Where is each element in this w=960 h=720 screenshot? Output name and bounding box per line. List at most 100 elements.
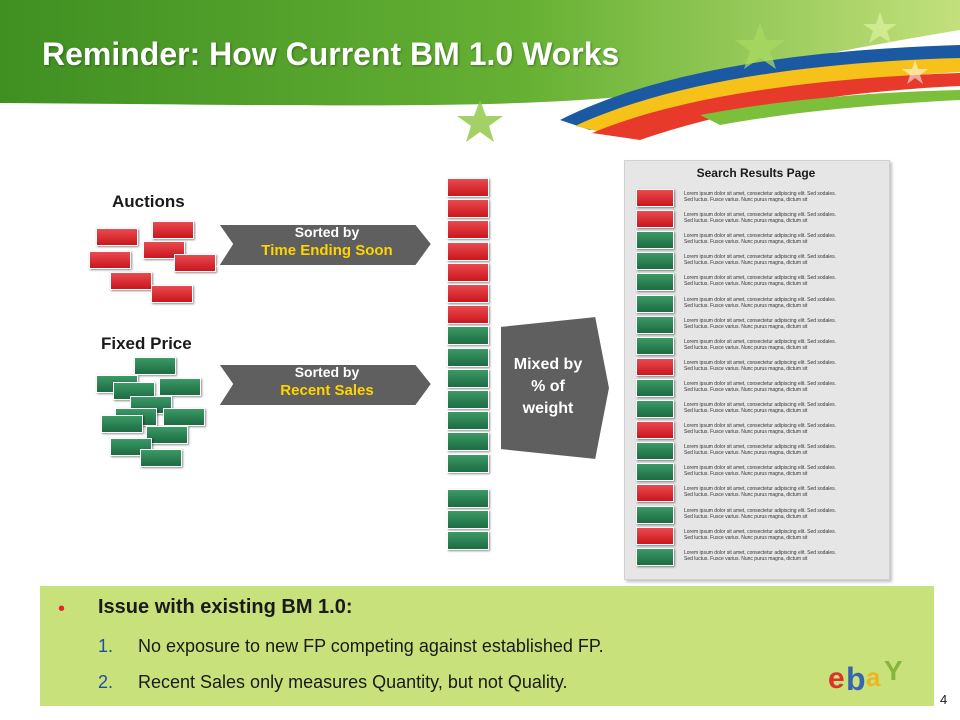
auction-card: [151, 285, 193, 303]
middle-column-block: [447, 453, 489, 473]
auction-card: [174, 254, 216, 272]
svg-text:b: b: [846, 661, 866, 696]
search-result-text: Lorem ipsum dolor sit amet, consectetur …: [684, 275, 880, 287]
search-result-line: Sed luctus. Fusce varius. Nunc purus mag…: [684, 513, 808, 520]
search-result-line: Sed luctus. Fusce varius. Nunc purus mag…: [684, 302, 808, 309]
search-result-line: Sed luctus. Fusce varius. Nunc purus mag…: [684, 197, 808, 203]
search-result-text: Lorem ipsum dolor sit amet, consectetur …: [684, 212, 880, 224]
search-result-thumbnail: [636, 252, 674, 271]
issue-item: 1. No exposure to new FP competing agains…: [98, 636, 604, 657]
search-result-text: Lorem ipsum dolor sit amet, consectetur …: [684, 423, 880, 435]
search-result-line: Sed luctus. Fusce varius. Nunc purus mag…: [684, 239, 808, 246]
search-result-thumbnail: [636, 484, 674, 503]
middle-column-block: [447, 326, 489, 346]
search-result-text: Lorem ipsum dolor sit amet, consectetur …: [684, 254, 880, 266]
search-result-line: Sed luctus. Fusce varius. Nunc purus mag…: [684, 344, 808, 351]
fixed-price-card: [146, 426, 188, 444]
search-result-line: Lorem ipsum dolor sit amet, consectetur …: [684, 254, 837, 261]
issue-heading: Issue with existing BM 1.0:: [98, 596, 353, 618]
mixer-arrow: [499, 314, 612, 462]
search-result-text: Lorem ipsum dolor sit amet, consectetur …: [684, 339, 880, 351]
search-result-line: Lorem ipsum dolor sit amet, consectetur …: [684, 338, 837, 345]
fixed-price-card: [159, 378, 201, 396]
search-result-line: Sed luctus. Fusce varius. Nunc purus mag…: [684, 555, 808, 562]
search-result-thumbnail: [636, 231, 674, 250]
search-result-line: Lorem ipsum dolor sit amet, consectetur …: [684, 486, 837, 493]
auction-card: [110, 272, 152, 290]
search-result-thumbnail: [636, 463, 674, 482]
middle-column-block: [447, 220, 489, 240]
fixed-price-card: [101, 415, 143, 433]
search-result-line: Sed luctus. Fusce varius. Nunc purus mag…: [684, 429, 808, 436]
search-result-line: Lorem ipsum dolor sit amet, consectetur …: [684, 359, 837, 366]
search-result-line: Sed luctus. Fusce varius. Nunc purus mag…: [684, 450, 808, 457]
search-result-line: Lorem ipsum dolor sit amet, consectetur …: [684, 191, 837, 197]
search-result-text: Lorem ipsum dolor sit amet, consectetur …: [684, 191, 880, 203]
search-result-line: Sed luctus. Fusce varius. Nunc purus mag…: [684, 492, 808, 499]
auctions-label: Auctions: [112, 192, 185, 211]
search-result-text: Lorem ipsum dolor sit amet, consectetur …: [684, 381, 880, 393]
auctions-sort-line1: Sorted by: [294, 224, 360, 240]
search-result-line: Sed luctus. Fusce varius. Nunc purus mag…: [684, 365, 808, 372]
search-result-line: Sed luctus. Fusce varius. Nunc purus mag…: [684, 408, 808, 414]
search-result-thumbnail: [636, 526, 674, 545]
middle-column-block: [447, 178, 489, 197]
search-result-thumbnail: [636, 547, 674, 566]
fixed-price-sort-line1: Sorted by: [294, 364, 360, 380]
middle-column-block: [447, 241, 489, 261]
search-result-line: Sed luctus. Fusce varius. Nunc purus mag…: [684, 323, 808, 330]
mixer-line2: % of: [531, 378, 565, 395]
svg-text:e: e: [828, 662, 845, 695]
search-result-line: Sed luctus. Fusce varius. Nunc purus mag…: [684, 471, 808, 478]
search-result-thumbnail: [636, 442, 674, 461]
auction-card: [96, 228, 138, 246]
auctions-sort-line2: Time Ending Soon: [261, 242, 393, 259]
mixer-line1: Mixed by: [513, 356, 583, 373]
fixed-price-sort-text: Sorted by Recent Sales: [232, 364, 422, 399]
search-result-thumbnail: [636, 273, 674, 292]
fixed-price-sort-line2: Recent Sales: [280, 382, 374, 399]
search-result-thumbnail: [636, 336, 674, 355]
fixed-price-label: Fixed Price: [101, 334, 192, 353]
fixed-price-card: [163, 408, 205, 426]
search-result-line: Sed luctus. Fusce varius. Nunc purus mag…: [684, 218, 808, 225]
middle-column-block: [447, 262, 489, 282]
search-result-line: Lorem ipsum dolor sit amet, consectetur …: [684, 212, 837, 219]
issue-item-text: No exposure to new FP competing against …: [138, 636, 604, 656]
search-result-line: Lorem ipsum dolor sit amet, consectetur …: [684, 233, 837, 240]
middle-column-block: [447, 305, 489, 325]
middle-column-block: [447, 510, 489, 529]
search-result-line: Lorem ipsum dolor sit amet, consectetur …: [684, 275, 837, 282]
issue-item-text: Recent Sales only measures Quantity, but…: [138, 672, 568, 692]
search-result-line: Sed luctus. Fusce varius. Nunc purus mag…: [684, 534, 808, 541]
auctions-sort-arrow: [216, 223, 434, 267]
search-result-thumbnail: [636, 505, 674, 524]
search-result-text: Lorem ipsum dolor sit amet, consectetur …: [684, 444, 880, 456]
issue-item-number: 1.: [98, 636, 114, 656]
search-result-line: Lorem ipsum dolor sit amet, consectetur …: [684, 465, 837, 472]
middle-column-block: [447, 390, 489, 409]
search-result-line: Lorem ipsum dolor sit amet, consectetur …: [684, 444, 837, 451]
svg-text:a: a: [866, 662, 881, 692]
bullet-icon: •: [58, 598, 66, 620]
search-result-line: Sed luctus. Fusce varius. Nunc purus mag…: [684, 386, 808, 393]
mixer-text: Mixed by % of weight: [506, 354, 590, 420]
svg-text:Y: Y: [884, 656, 903, 686]
search-result-thumbnail: [636, 421, 674, 440]
search-result-line: Lorem ipsum dolor sit amet, consectetur …: [684, 528, 837, 535]
search-result-text: Lorem ipsum dolor sit amet, consectetur …: [684, 233, 880, 245]
middle-column-block: [447, 347, 489, 367]
fixed-price-sort-arrow: [216, 363, 434, 407]
search-result-thumbnail: [636, 315, 674, 334]
issue-item: 2.Recent Sales only measures Quantity, b…: [98, 672, 568, 693]
search-result-line: Lorem ipsum dolor sit amet, consectetur …: [684, 317, 837, 324]
auction-card: [152, 221, 194, 239]
search-result-line: Sed luctus. Fusce varius. Nunc purus mag…: [684, 281, 808, 288]
middle-column-block: [447, 432, 489, 452]
search-result-thumbnail: [636, 400, 674, 418]
search-result-thumbnail: [636, 378, 674, 397]
search-result-line: Lorem ipsum dolor sit amet, consectetur …: [684, 402, 837, 408]
middle-column-block: [447, 488, 489, 508]
search-result-thumbnail: [636, 294, 674, 313]
search-results-title: Search Results Page: [696, 166, 816, 180]
